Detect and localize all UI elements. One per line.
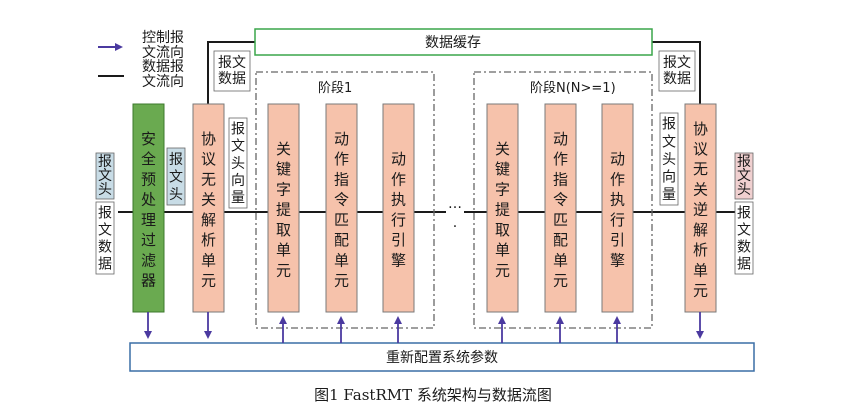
- data-cache-box: 数据缓存: [254, 28, 653, 56]
- parser-data-tag: 报文数据: [213, 50, 251, 92]
- stage-n-label: 阶段N(N>=1): [530, 81, 616, 96]
- data-cache-label: 数据缓存: [425, 35, 481, 51]
- parser-data-label: 报文数据: [218, 55, 246, 87]
- stage-n-key-extract-label: 关键字提取单元: [495, 140, 510, 280]
- parser-out-tag: 报文头向量: [228, 117, 248, 209]
- stage-n-action-engine: [601, 103, 634, 313]
- svg-text:动作执行引擎: 动作执行引擎: [610, 150, 625, 269]
- control-arrows: [144, 312, 704, 343]
- stage-1-action-engine: [382, 103, 415, 313]
- figure-caption: 图1 FastRMT 系统架构与数据流图: [314, 386, 552, 404]
- filter-out-tag: 报文头: [166, 147, 186, 206]
- stage-1-action-label: 动作执行引擎: [391, 150, 406, 269]
- svg-text:安全预处理过滤器: 安全预处理过滤器: [141, 130, 156, 290]
- input-data-label: 报文数据: [98, 205, 112, 272]
- stage-n-key-extract-unit: [486, 103, 519, 313]
- stage-ellipsis-text: …: [448, 196, 462, 212]
- stage-1-key-extract-label: 关键字提取单元: [276, 140, 291, 280]
- stage-1-key-extract-unit: [267, 103, 300, 313]
- stage-n-box: 阶段N(N>=1): [473, 71, 653, 329]
- deparser-block: 协议无关逆解析单元: [684, 103, 717, 313]
- stage-1-units: 关键字提取单元 动作指令匹配单元 动作执行引擎: [267, 103, 415, 313]
- stage-1-label: 阶段1: [318, 81, 352, 96]
- svg-text:报文数据: 报文数据: [218, 55, 246, 87]
- reconfig-box: 重新配置系统参数: [129, 342, 755, 372]
- svg-text:报文头向量: 报文头向量: [231, 121, 245, 206]
- deparser-in-tag: 报文头向量: [659, 112, 679, 206]
- stage-n-match-unit: [544, 103, 577, 313]
- parser-out-label: 报文头向量: [231, 121, 245, 206]
- svg-text:数据报文流向: 数据报文流向: [142, 59, 184, 90]
- stage-n-match-label: 动作指令匹配单元: [553, 130, 568, 290]
- svg-text:报文头: 报文头: [169, 152, 183, 203]
- data-path-lines: [118, 41, 738, 213]
- svg-text:关键字提取单元: 关键字提取单元: [495, 140, 510, 280]
- filter-out-label: 报文头: [169, 152, 183, 203]
- stage-1-match-label: 动作指令匹配单元: [334, 130, 349, 290]
- output-header-label: 报文头: [737, 154, 751, 198]
- svg-text:报文头: 报文头: [737, 154, 751, 198]
- svg-text:关键字提取单元: 关键字提取单元: [276, 140, 291, 280]
- security-filter-block: 安全预处理过滤器: [132, 103, 165, 313]
- legend: 控制报文流向 数据报文流向: [98, 30, 184, 90]
- svg-text:·: ·: [453, 219, 457, 235]
- svg-text:动作指令匹配单元: 动作指令匹配单元: [334, 130, 349, 290]
- stage-n-action-label: 动作执行引擎: [610, 150, 625, 269]
- svg-text:报文头: 报文头: [98, 154, 112, 198]
- svg-text:控制报文流向: 控制报文流向: [142, 30, 184, 61]
- deparser-data-label: 报文数据: [663, 55, 691, 87]
- output-data-label: 报文数据: [737, 205, 751, 272]
- svg-text:报文数据: 报文数据: [737, 205, 751, 272]
- svg-text:协议无关逆解析单元: 协议无关逆解析单元: [693, 120, 708, 300]
- legend-control-label: 控制报文流向: [142, 30, 184, 61]
- stage-1-match-unit: [325, 103, 358, 313]
- stage-ellipsis: … ·: [448, 196, 462, 235]
- reconfig-label: 重新配置系统参数: [386, 349, 498, 366]
- legend-data-label: 数据报文流向: [142, 59, 184, 90]
- deparser-data-tag: 报文数据: [658, 50, 696, 92]
- svg-text:动作执行引擎: 动作执行引擎: [391, 150, 406, 269]
- svg-text:报文数据: 报文数据: [663, 55, 691, 87]
- deparser-label: 协议无关逆解析单元: [693, 120, 708, 300]
- output-tags: 报文头 报文数据: [734, 152, 754, 275]
- svg-text:报文头向量: 报文头向量: [662, 117, 676, 203]
- parser-block: 协议无关解析单元: [192, 103, 225, 313]
- input-header-label: 报文头: [98, 154, 112, 198]
- deparser-in-label: 报文头向量: [662, 117, 676, 203]
- parser-label: 协议无关解析单元: [201, 130, 216, 290]
- svg-text:动作指令匹配单元: 动作指令匹配单元: [553, 130, 568, 290]
- svg-text:协议无关解析单元: 协议无关解析单元: [201, 130, 216, 290]
- stage-1-box: 阶段1: [255, 71, 435, 329]
- stage-n-units: 关键字提取单元 动作指令匹配单元 动作执行引擎: [486, 103, 634, 313]
- security-filter-label: 安全预处理过滤器: [141, 130, 156, 290]
- input-tags: 报文头 报文数据: [95, 152, 115, 275]
- svg-text:报文数据: 报文数据: [98, 205, 112, 272]
